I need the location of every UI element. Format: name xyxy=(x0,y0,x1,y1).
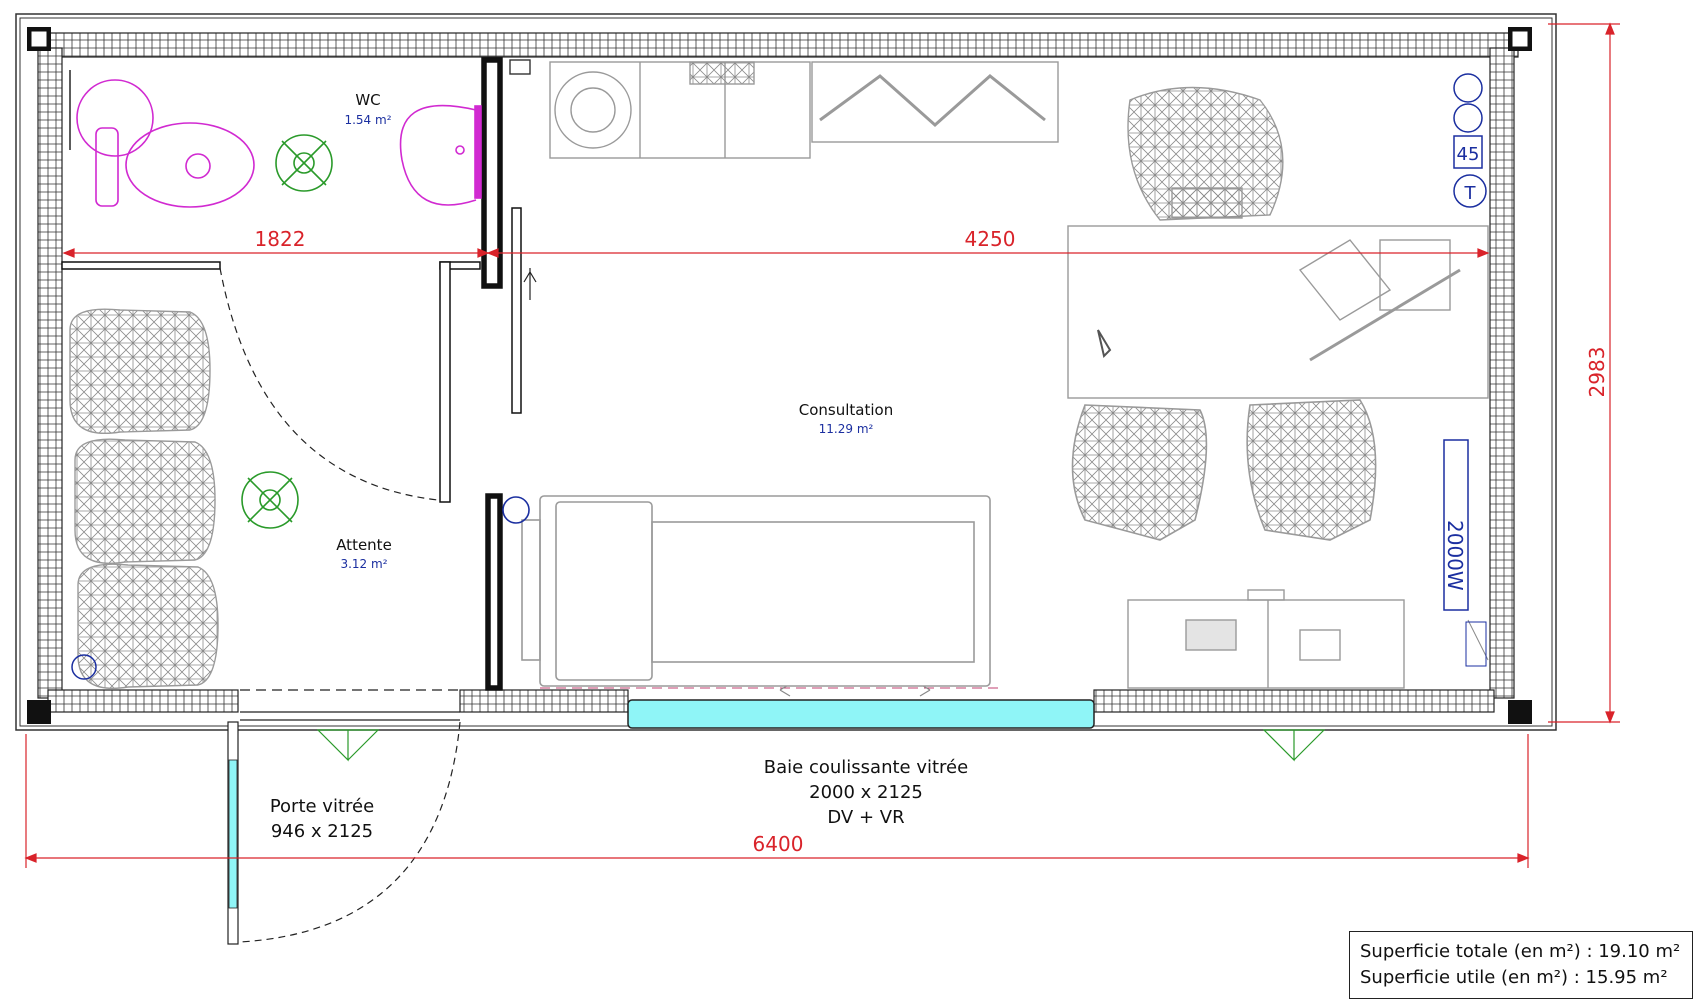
summary-total-area: Superficie totale (en m²) : 19.10 m² xyxy=(1360,941,1681,962)
kitchen-unit xyxy=(509,59,1059,159)
room-consultation-area: 11.29 m² xyxy=(819,422,874,436)
bay-label-line3: DV + VR xyxy=(827,807,904,828)
storage-cabinet xyxy=(1127,589,1405,689)
socket-t-icon xyxy=(1453,174,1487,208)
summary-usable-area: Superficie utile (en m²) : 15.95 m² xyxy=(1360,967,1668,988)
room-consultation-name: Consultation xyxy=(799,401,893,419)
area-summary: Superficie totale (en m²) : 19.10 m² Sup… xyxy=(1349,931,1693,999)
desk xyxy=(1067,86,1489,399)
socket-icon xyxy=(1453,73,1483,103)
interior-walls xyxy=(61,57,522,691)
dimension-wc-width: 1822 xyxy=(255,227,306,251)
room-attente-area: 3.12 m² xyxy=(340,557,387,571)
room-wc-name: WC xyxy=(355,91,380,109)
door-label-line2: 946 x 2125 xyxy=(271,821,373,842)
electrical-sockets xyxy=(71,73,1487,680)
heater-2000w: 2000W xyxy=(1443,439,1489,667)
socket-45-icon xyxy=(1453,135,1483,169)
waiting-chairs xyxy=(69,308,219,689)
consultation-chairs xyxy=(1071,399,1377,541)
socket-45-label: 45 xyxy=(1457,144,1480,165)
outer-walls xyxy=(15,13,1557,731)
door-swings xyxy=(219,267,537,943)
socket-icon xyxy=(1453,103,1483,133)
dimension-lines xyxy=(24,22,1620,868)
wc-fixtures xyxy=(69,70,482,208)
room-wc-area: 1.54 m² xyxy=(344,113,391,127)
exam-table xyxy=(502,495,991,687)
door-label-line1: Porte vitrée xyxy=(270,796,374,817)
dimension-total-depth: 2983 xyxy=(1585,347,1609,398)
dimension-total-width: 6400 xyxy=(753,832,804,856)
bay-label-line1: Baie coulissante vitrée xyxy=(764,757,968,778)
socket-icon xyxy=(71,654,97,680)
heater-label: 2000W xyxy=(1443,520,1467,591)
room-attente-name: Attente xyxy=(336,536,392,554)
socket-t-label: T xyxy=(1464,183,1477,204)
dimension-consultation-width: 4250 xyxy=(965,227,1016,251)
ceiling-lights xyxy=(241,134,1326,762)
glazing xyxy=(227,683,1095,945)
bay-label-line2: 2000 x 2125 xyxy=(809,782,923,803)
